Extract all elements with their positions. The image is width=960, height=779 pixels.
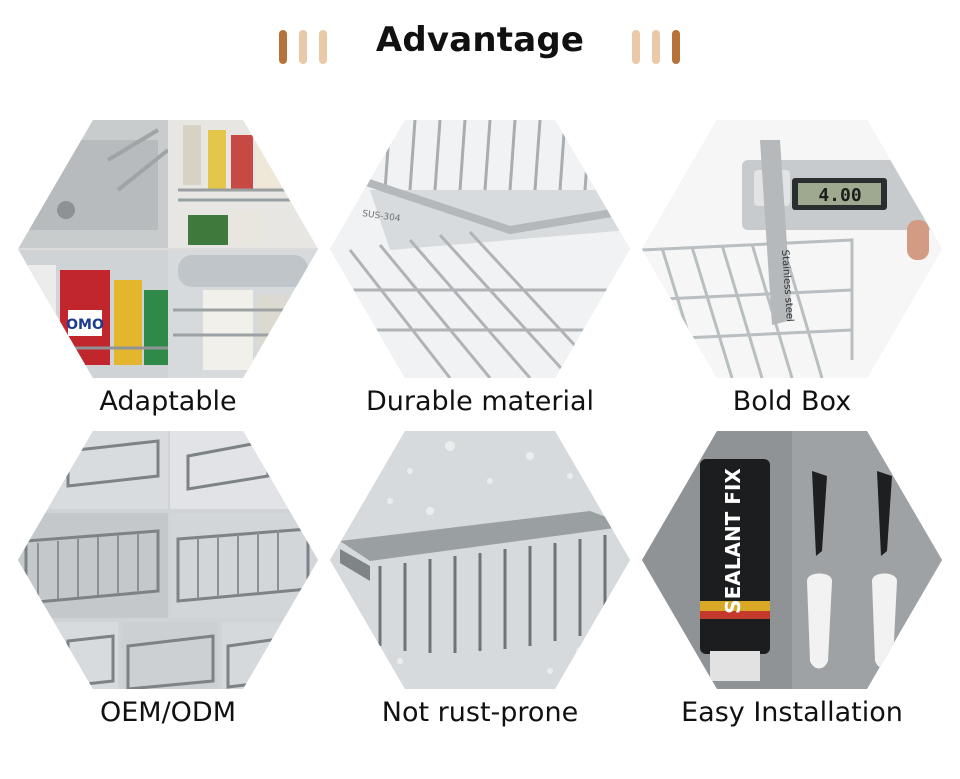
easy-installation-image: SEALANT FIX [642, 431, 942, 689]
decorative-bars-left [277, 30, 337, 64]
oem-odm-image [18, 431, 318, 689]
feature-label-easy-installation: Easy Installation [681, 697, 903, 728]
tube-label: SEALANT FIX [721, 468, 745, 614]
caliper-reading: 4.00 [818, 185, 861, 206]
bold-box-image: 4.00 Stainless steel [642, 120, 942, 378]
feature-label-not-rust-prone: Not rust-prone [381, 697, 579, 728]
page-title: Advantage [375, 20, 585, 60]
svg-text:OMO: OMO [66, 317, 104, 333]
not-rust-prone-image [330, 431, 630, 689]
feature-label-oem-odm: OEM/ODM [99, 697, 237, 728]
feature-label-bold-box: Bold Box [732, 386, 852, 417]
feature-label-adaptable: Adaptable [99, 386, 237, 417]
caliper-text: Stainless steel [779, 249, 795, 322]
adaptable-image: OMO [18, 120, 318, 378]
durable-material-image: SUS-304 [330, 120, 630, 378]
decorative-bars-right [630, 30, 690, 64]
feature-label-durable-material: Durable material [365, 386, 595, 417]
section-header: Advantage [0, 18, 960, 74]
